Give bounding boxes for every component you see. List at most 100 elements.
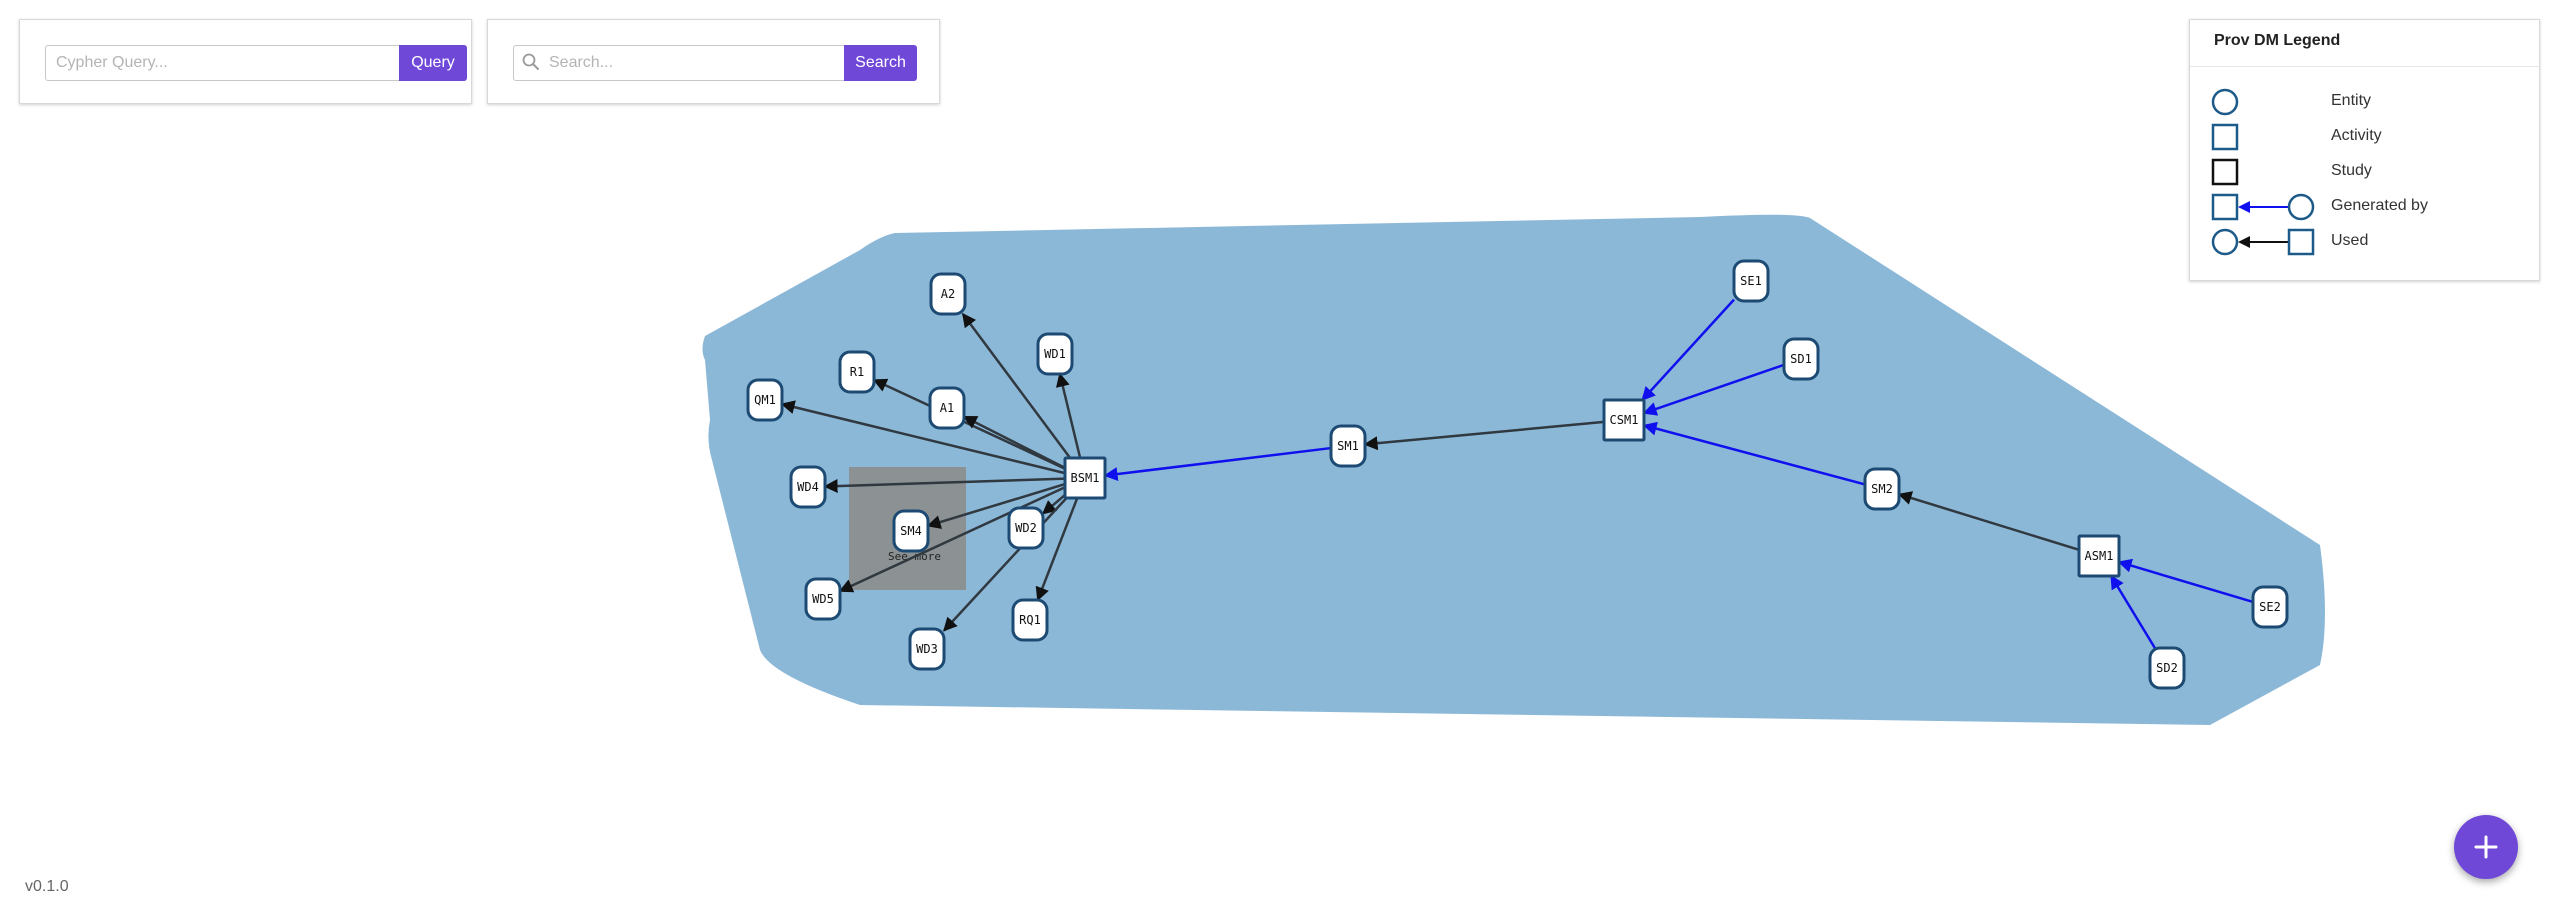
- edge-csm1-sm1: [1363, 420, 1605, 451]
- edge-sm1-bsm1: [1103, 446, 1332, 481]
- legend-label: Used: [2331, 232, 2369, 249]
- entity-node-shape: [2148, 646, 2186, 690]
- edge-asm1-sm2: [1897, 491, 2080, 552]
- legend-label: Study: [2331, 162, 2372, 179]
- legend-item-study: Study: [2190, 157, 2539, 187]
- legend-label: Activity: [2331, 127, 2382, 144]
- node-r1[interactable]: R1: [838, 350, 876, 394]
- legend-item-entity: Entity: [2190, 87, 2539, 117]
- node-wd1[interactable]: WD1: [1036, 332, 1074, 376]
- node-label: SM1: [1337, 439, 1359, 453]
- node-label: WD4: [797, 480, 819, 494]
- node-label: SE2: [2259, 600, 2281, 614]
- node-label: SM4: [900, 524, 922, 538]
- prov-dm-legend: Prov DM Legend Entity Activity Study Gen…: [2189, 19, 2540, 281]
- node-sd2[interactable]: SD2: [2148, 646, 2186, 690]
- edge-bsm1-wd2: [1041, 493, 1066, 515]
- edge-bsm1-qm1: [780, 400, 1066, 475]
- node-wd2[interactable]: WD2: [1007, 506, 1045, 550]
- node-se1[interactable]: SE1: [1732, 259, 1770, 303]
- cypher-query-panel: Query: [19, 19, 472, 104]
- entity-node-shape: [1036, 332, 1074, 376]
- version-label: v0.1.0: [25, 878, 69, 895]
- entity-node-shape: [746, 378, 784, 422]
- node-a2[interactable]: A2: [929, 272, 967, 316]
- node-label: WD3: [916, 642, 938, 656]
- entity-node-shape: [1782, 337, 1820, 381]
- add-button[interactable]: [2454, 815, 2518, 879]
- node-label: WD2: [1015, 521, 1037, 535]
- entity-node-shape: [1011, 598, 1049, 642]
- node-bsm1[interactable]: BSM1: [1063, 456, 1107, 500]
- entity-node-shape: [929, 272, 967, 316]
- search-input[interactable]: [513, 45, 844, 81]
- legend-label: Entity: [2331, 92, 2372, 109]
- node-asm1[interactable]: ASM1: [2077, 534, 2121, 578]
- entity-node-shape: [2251, 585, 2289, 629]
- node-sm4[interactable]: SM4: [892, 509, 930, 553]
- node-sd1[interactable]: SD1: [1782, 337, 1820, 381]
- plus-icon: [2474, 835, 2498, 859]
- node-rq1[interactable]: RQ1: [1011, 598, 1049, 642]
- search-panel: Search: [487, 19, 940, 104]
- legend-item-used: Used: [2190, 227, 2539, 257]
- entity-node-shape: [1007, 506, 1045, 550]
- node-label: QM1: [754, 393, 776, 407]
- node-label: A2: [941, 287, 955, 301]
- node-sm2[interactable]: SM2: [1863, 467, 1901, 511]
- edge-bsm1-rq1: [1035, 497, 1079, 602]
- node-label: RQ1: [1019, 613, 1041, 627]
- edge-se1-csm1: [1641, 298, 1735, 402]
- node-label: CSM1: [1610, 413, 1639, 427]
- entity-node-shape: [928, 386, 966, 430]
- legend-divider: [2190, 66, 2539, 67]
- edge-bsm1-wd4: [823, 477, 1066, 494]
- node-wd3[interactable]: WD3: [908, 627, 946, 671]
- edge-sm2-csm1: [1642, 421, 1866, 486]
- node-label: SD1: [1790, 352, 1812, 366]
- edge-bsm1-sm4: [926, 482, 1066, 529]
- edge-bsm1-wd5: [838, 486, 1066, 593]
- legend-item-generated-by: Generated by: [2190, 192, 2539, 222]
- activity-node-shape: [1063, 456, 1107, 500]
- node-qm1[interactable]: QM1: [746, 378, 784, 422]
- activity-node-shape: [2077, 534, 2121, 578]
- entity-node-shape: [1863, 467, 1901, 511]
- edge-sd2-asm1: [2110, 574, 2156, 649]
- entity-node-shape: [789, 465, 827, 509]
- edge-bsm1-wd3: [943, 497, 1068, 632]
- node-wd4[interactable]: WD4: [789, 465, 827, 509]
- edge-bsm1-a2: [961, 312, 1072, 459]
- legend-title: Prov DM Legend: [2214, 32, 2341, 49]
- node-label: WD5: [812, 592, 834, 606]
- entity-node-shape: [838, 350, 876, 394]
- node-label: SM2: [1871, 482, 1893, 496]
- activity-square-icon: [2211, 123, 2239, 151]
- activity-node-shape: [1602, 398, 1646, 442]
- search-button[interactable]: Search: [844, 45, 917, 81]
- cypher-query-input[interactable]: [45, 45, 399, 81]
- node-label: SD2: [2156, 661, 2178, 675]
- entity-node-shape: [1732, 259, 1770, 303]
- cluster-hull: [702, 214, 2325, 725]
- entity-circle-icon: [2211, 88, 2239, 116]
- node-label: BSM1: [1071, 471, 1100, 485]
- legend-item-activity: Activity: [2190, 122, 2539, 152]
- edge-se2-asm1: [2117, 558, 2254, 604]
- entity-node-shape: [1329, 424, 1367, 468]
- entity-node-shape: [804, 577, 842, 621]
- node-label: ASM1: [2085, 549, 2114, 563]
- generated-by-arrow-icon: [2211, 193, 2315, 221]
- entity-node-shape: [908, 627, 946, 671]
- node-wd5[interactable]: WD5: [804, 577, 842, 621]
- query-button[interactable]: Query: [399, 45, 467, 81]
- node-csm1[interactable]: CSM1: [1602, 398, 1646, 442]
- node-a1[interactable]: A1: [928, 386, 966, 430]
- node-se2[interactable]: SE2: [2251, 585, 2289, 629]
- edge-bsm1-a1: [962, 415, 1066, 469]
- node-sm1[interactable]: SM1: [1329, 424, 1367, 468]
- node-label: WD1: [1044, 347, 1066, 361]
- used-arrow-icon: [2211, 228, 2315, 256]
- legend-label: Generated by: [2331, 197, 2428, 214]
